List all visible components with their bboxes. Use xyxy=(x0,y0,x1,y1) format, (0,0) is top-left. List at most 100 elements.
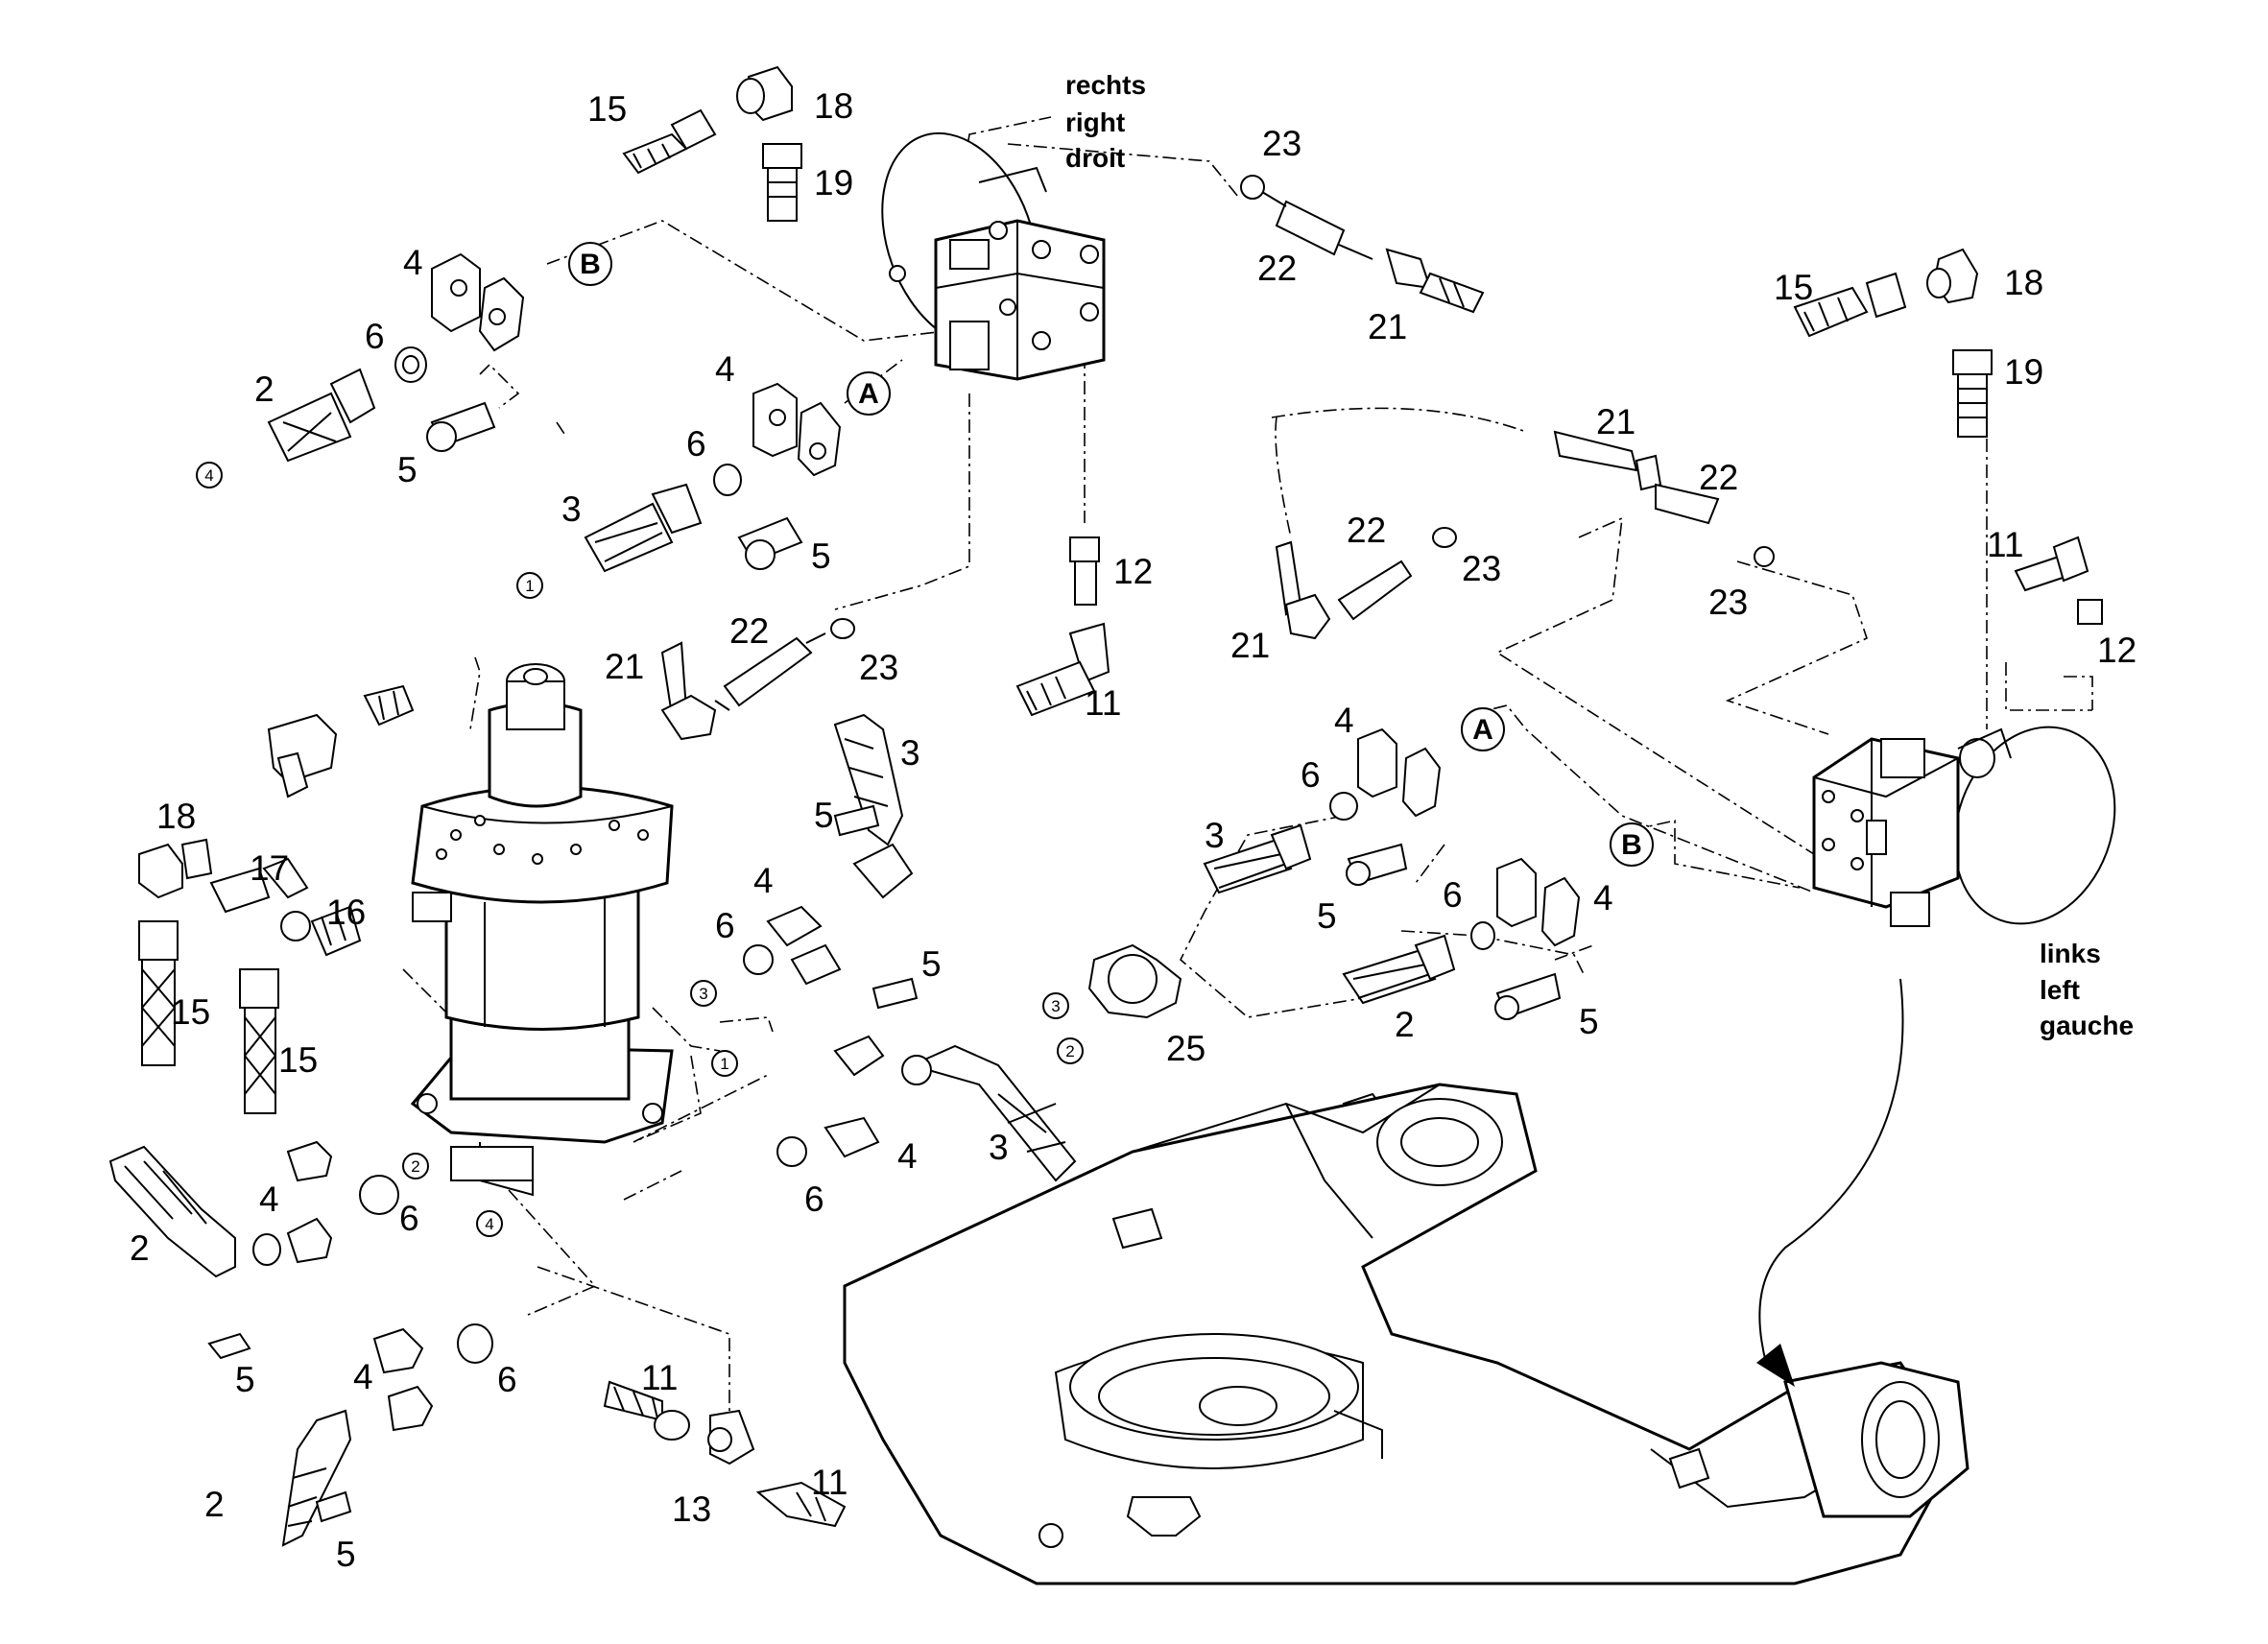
callout-22: 22 xyxy=(1699,458,1738,497)
callout-2: 2 xyxy=(204,1485,225,1524)
callout-4: 4 xyxy=(897,1136,918,1176)
side-label-line: links xyxy=(2040,939,2101,968)
side-label-line: droit xyxy=(1065,143,1125,173)
callout-15: 15 xyxy=(278,1040,318,1080)
callout-2: 2 xyxy=(254,369,275,409)
side-label-line: rechts xyxy=(1065,70,1146,100)
callout-6: 6 xyxy=(497,1360,517,1399)
callout-5: 5 xyxy=(1579,1002,1599,1041)
right-flange-group-A xyxy=(1203,727,1442,894)
callout-15: 15 xyxy=(587,89,627,129)
port-marker-1: 1 xyxy=(525,577,534,595)
callout-4: 4 xyxy=(353,1357,373,1396)
callout-19: 19 xyxy=(2004,352,2043,392)
callout-15: 15 xyxy=(1774,268,1813,307)
port-markers: 4 1 3 1 2 4 3 2 xyxy=(196,462,1084,1237)
left-fittings-cluster xyxy=(138,684,415,1114)
marker-label: A xyxy=(1472,714,1493,746)
callout-4: 4 xyxy=(753,861,774,900)
vehicle-chassis-frame xyxy=(843,978,1970,1585)
callout-18: 18 xyxy=(814,86,853,126)
side-label-line: left xyxy=(2040,975,2080,1005)
callout-5: 5 xyxy=(1317,896,1337,936)
port-marker-3: 3 xyxy=(1051,997,1060,1015)
callout-18: 18 xyxy=(156,797,196,836)
callout-17: 17 xyxy=(250,848,289,888)
top-fittings-15-18-19 xyxy=(622,65,802,222)
callout-6: 6 xyxy=(804,1179,824,1219)
callout-21: 21 xyxy=(1230,626,1270,665)
side-label-line: gauche xyxy=(2040,1011,2134,1040)
port-marker-3: 3 xyxy=(699,985,707,1003)
callout-3: 3 xyxy=(989,1128,1009,1167)
right-top-fittings xyxy=(1553,248,2103,625)
lower-left-parts xyxy=(108,1140,493,1547)
left-hydraulic-motor xyxy=(410,663,674,1197)
port-marker-1: 1 xyxy=(720,1055,728,1073)
side-label-left: links left gauche xyxy=(2040,939,2134,1040)
callout-11: 11 xyxy=(1987,525,2023,564)
connection-marker-B-top: B xyxy=(568,242,612,286)
callout-5: 5 xyxy=(811,536,831,576)
connection-marker-B-right: B xyxy=(1610,822,1654,867)
callout-12: 12 xyxy=(1113,552,1153,591)
callout-11: 11 xyxy=(641,1358,678,1397)
upper-flange-group-B xyxy=(267,252,525,463)
port-marker-2: 2 xyxy=(1065,1042,1074,1060)
side-label-line: right xyxy=(1065,107,1125,137)
callout-2: 2 xyxy=(1395,1005,1415,1044)
callout-6: 6 xyxy=(686,424,706,464)
fittings-12-11-middle xyxy=(1015,536,1110,717)
callout-3: 3 xyxy=(1205,816,1225,855)
port-marker-2: 2 xyxy=(411,1157,419,1176)
callout-6: 6 xyxy=(365,317,385,356)
top-fittings-21-22-23 xyxy=(1240,175,1485,314)
callout-3: 3 xyxy=(561,489,582,529)
port-marker-4: 4 xyxy=(485,1215,493,1233)
connection-marker-A-top: A xyxy=(847,371,891,416)
callout-6: 6 xyxy=(715,906,735,945)
callout-4: 4 xyxy=(715,349,735,389)
callout-23: 23 xyxy=(1462,549,1501,588)
callout-22: 22 xyxy=(1257,249,1297,288)
port-marker-4: 4 xyxy=(204,466,213,485)
right-middle-fittings xyxy=(1275,527,1457,640)
marker-label: B xyxy=(580,249,601,280)
callout-21: 21 xyxy=(1368,307,1407,346)
connection-lines xyxy=(402,116,2093,1430)
callout-5: 5 xyxy=(814,796,834,835)
callout-23: 23 xyxy=(1708,583,1748,622)
callout-5: 5 xyxy=(397,450,418,489)
callout-5: 5 xyxy=(336,1535,356,1574)
callout-23: 23 xyxy=(1262,124,1301,163)
bottom-tee-fitting-13 xyxy=(603,1380,847,1528)
callout-6: 6 xyxy=(1301,755,1321,795)
callout-21: 21 xyxy=(605,647,644,686)
callout-3: 3 xyxy=(900,733,920,773)
callout-13: 13 xyxy=(672,1489,711,1529)
part-callouts: 15 18 19 23 22 21 4 6 2 5 4 6 3 5 12 11 … xyxy=(130,86,2137,1574)
callout-5: 5 xyxy=(921,944,942,984)
callout-5: 5 xyxy=(235,1360,255,1399)
motor-side-clamps xyxy=(743,713,1077,1182)
callout-21: 21 xyxy=(1596,402,1635,441)
callout-6: 6 xyxy=(399,1199,419,1238)
left-side-motor-assembly xyxy=(1812,726,2116,927)
callout-22: 22 xyxy=(729,611,769,651)
side-label-right: rechts right droit xyxy=(1065,70,1146,173)
connection-marker-A-right: A xyxy=(1461,707,1505,751)
callout-25: 25 xyxy=(1166,1029,1206,1068)
callout-4: 4 xyxy=(403,243,423,282)
callout-11: 11 xyxy=(811,1463,848,1502)
callout-12: 12 xyxy=(2097,631,2137,670)
callout-11: 11 xyxy=(1085,683,1121,723)
upper-flange-group-A xyxy=(584,382,842,573)
middle-fittings-21-22-23 xyxy=(660,618,855,741)
callout-16: 16 xyxy=(326,893,366,932)
right-hydraulic-motor xyxy=(881,131,1106,381)
callout-18: 18 xyxy=(2004,263,2043,302)
callout-4: 4 xyxy=(1593,878,1613,917)
callout-4: 4 xyxy=(1334,701,1354,740)
callout-15: 15 xyxy=(171,992,210,1032)
